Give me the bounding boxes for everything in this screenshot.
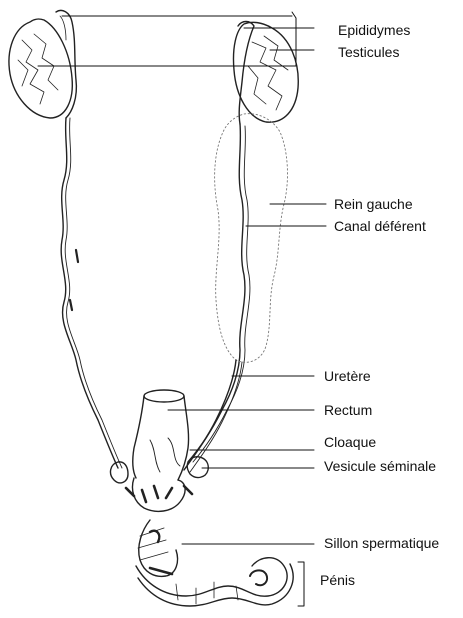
leader-testicules [37,49,315,67]
rectum-opening [143,389,185,403]
spermatic-groove [138,519,179,578]
label-penis: Pénis [320,572,356,588]
label-cloaque: Cloaque [324,434,377,450]
leader-epididymes [61,15,315,29]
ureter [183,359,237,471]
label-epididymes: Epididymes [338,22,411,38]
leader-bracket-top [291,11,297,67]
left-epididymis [55,9,78,119]
penis-coil [249,569,268,587]
left-testicle-vessels [17,33,59,105]
label-rein-gauche: Rein gauche [334,196,413,212]
seminal-vesicle-right [186,456,209,479]
label-testicules: Testicules [338,44,400,60]
seminal-vesicle-left [109,461,129,484]
penis-bracket [297,561,305,607]
label-rectum: Rectum [324,402,373,418]
right-testicle [232,21,299,123]
rectum [131,395,190,481]
penis [135,557,294,607]
cloaca [131,477,186,513]
label-vesicule-seminale: Vesicule séminale [324,458,437,474]
label-uretere: Uretère [324,368,371,384]
label-sillon-spermatique: Sillon spermatique [324,535,440,551]
left-vas-deferens [60,117,119,469]
right-epididymis [237,20,255,125]
left-testicle [8,18,73,119]
right-testicle-vessels [247,35,289,111]
label-canal-deferent: Canal déférent [334,218,426,234]
left-kidney [214,113,288,363]
right-vas-deferens [187,123,246,463]
